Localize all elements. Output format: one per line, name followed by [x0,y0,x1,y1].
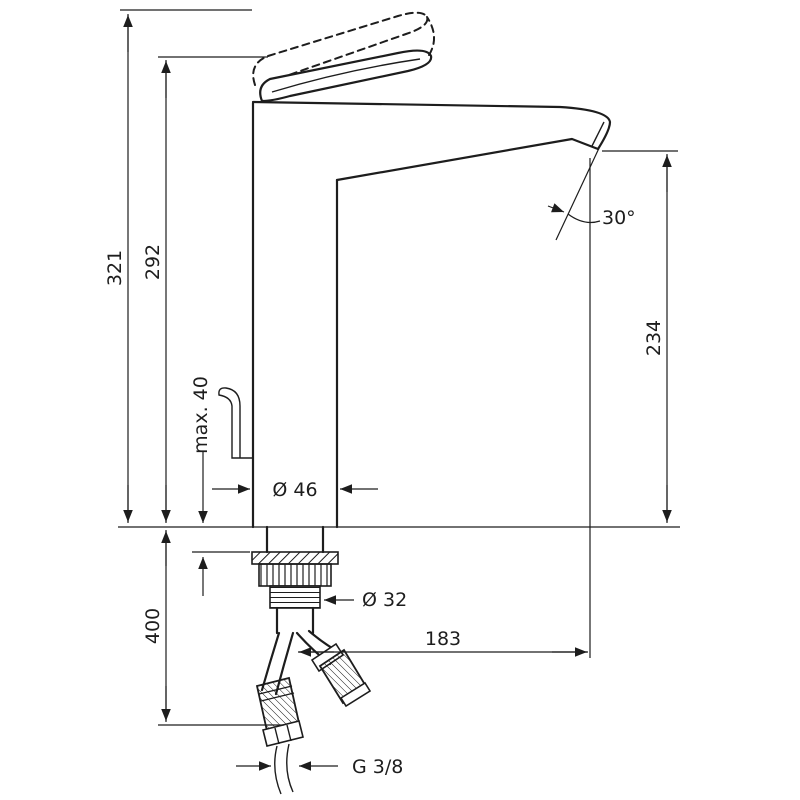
extension-lines [118,9,680,726]
dim-shank-diameter: Ø 32 [324,589,407,611]
dim-body-diameter: Ø 46 [212,479,378,501]
dim-hose-length-label: 400 [142,608,164,644]
hose-end-right [339,681,372,708]
dim-height-to-handle: 292 [142,60,171,523]
dim-max-thickness-label: max. 40 [190,376,212,454]
dim-connection-thread-label: G 3/8 [352,756,403,778]
dim-spout-height-label: 234 [643,320,665,356]
mounting-hardware [251,525,339,635]
hose-nut-left [262,720,304,747]
dim-total-height-label: 321 [104,250,126,286]
dim-spout-reach: 183 [298,628,588,657]
spout-body [251,100,612,529]
threaded-shank [269,585,321,609]
faucet-outline [218,11,612,795]
dim-spout-reach-label: 183 [425,628,461,650]
handle-raised-dashed [252,11,435,86]
dim-shank-diameter-label: Ø 32 [362,589,407,611]
thin-hose [274,745,282,795]
dim-connection-thread: G 3/8 [236,756,403,778]
dim-body-diameter-label: Ø 46 [272,479,317,501]
mounting-nut [258,563,332,587]
dim-max-thickness: max. 40 [190,376,212,596]
dim-height-to-handle-label: 292 [142,244,164,280]
dim-total-height: 321 [104,14,133,523]
handle-lever [259,49,433,103]
dim-spout-angle: 30° [547,145,636,241]
pop-up-rod [218,387,253,459]
dim-spout-height: 234 [643,154,672,523]
dim-hose-length: 400 [142,530,171,722]
mounting-washer [251,551,339,565]
dim-spout-angle-label: 30° [602,207,636,229]
aerator-face-line [591,121,605,147]
